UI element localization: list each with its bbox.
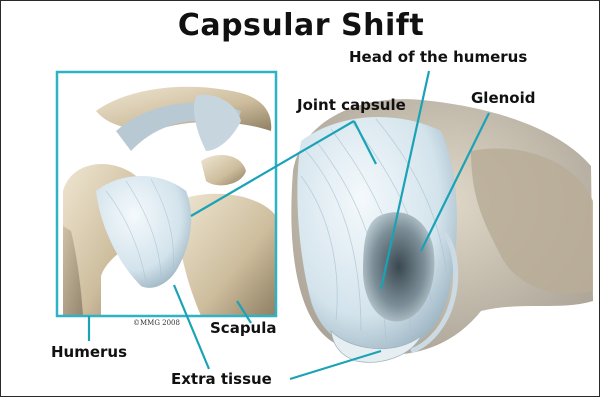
label-scapula: Scapula [210, 321, 277, 336]
label-head-of-humerus: Head of the humerus [349, 50, 527, 65]
large-view [291, 99, 593, 362]
inset-view [57, 72, 276, 316]
label-extra-tissue: Extra tissue [171, 372, 272, 387]
label-glenoid: Glenoid [471, 91, 536, 106]
label-joint-capsule: Joint capsule [297, 98, 406, 113]
copyright-notice: ©MMG 2008 [133, 319, 180, 327]
label-humerus: Humerus [51, 345, 127, 360]
leader-extra-tissue-large [290, 351, 381, 379]
diagram-title: Capsular Shift [1, 11, 600, 41]
